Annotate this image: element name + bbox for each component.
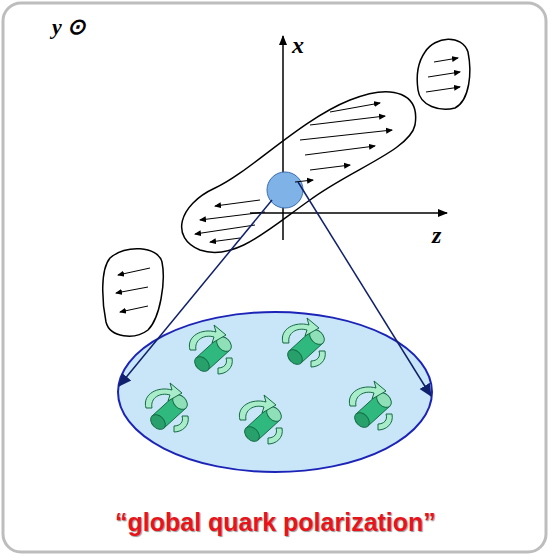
axis-label: x xyxy=(292,32,304,59)
axis-label: y ⊙ xyxy=(52,14,85,40)
caption: “global quark polarization” xyxy=(115,508,436,537)
axis-label: z xyxy=(432,222,441,249)
